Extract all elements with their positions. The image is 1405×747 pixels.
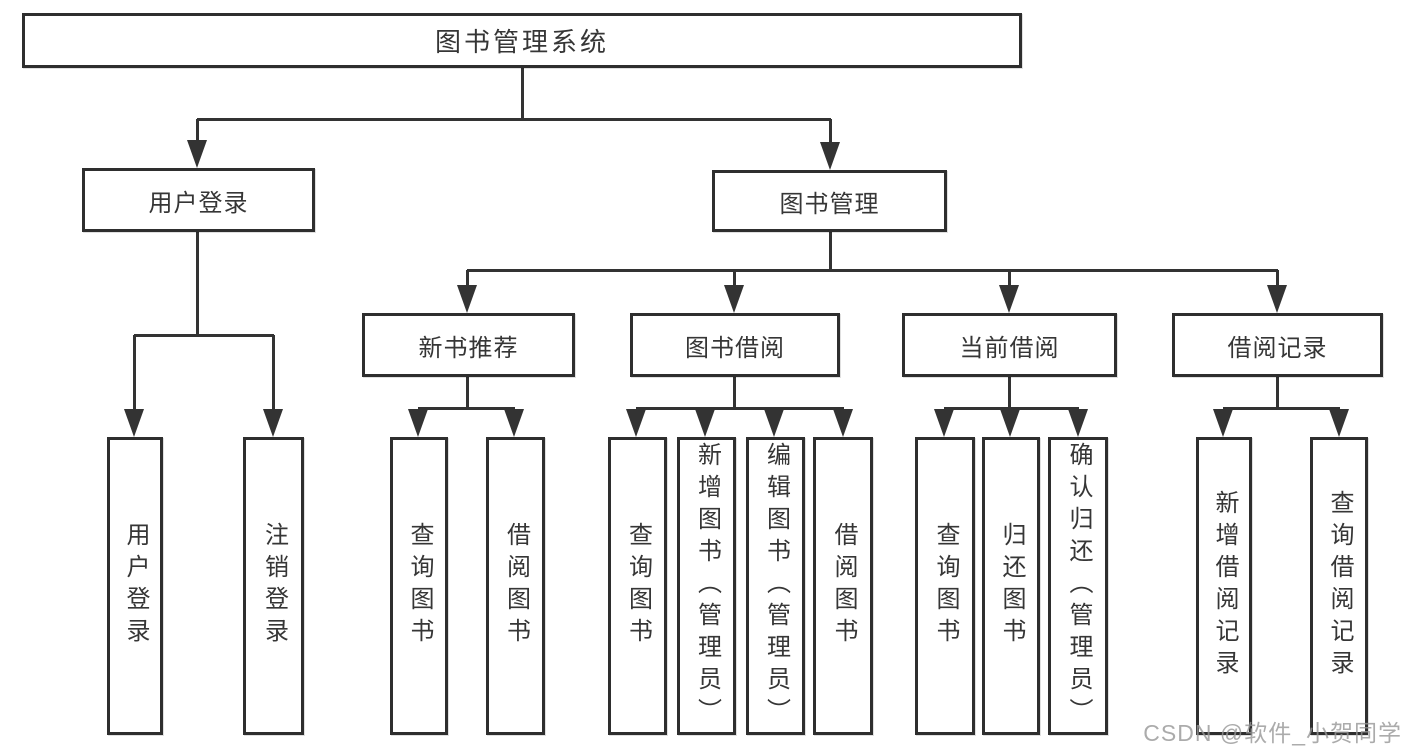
connector-line (195, 232, 199, 336)
node-root: 图书管理系统 (22, 13, 1022, 68)
connector-line (520, 68, 524, 121)
arrow-down-icon (833, 409, 853, 437)
node-label: 借阅记录 (1227, 334, 1328, 362)
connector-line (732, 270, 736, 288)
arrow-down-icon (408, 409, 428, 437)
connector-line (132, 335, 136, 412)
arrow-down-icon (626, 409, 646, 437)
node-label: 新书推荐 (418, 334, 519, 362)
node-label: 查询图书 (624, 522, 652, 650)
node-user-login: 用户登录 (82, 168, 315, 232)
connector-line (467, 268, 1278, 272)
node-label: 借阅图书 (502, 522, 530, 650)
connector-line (195, 119, 199, 144)
node-label: 查询借阅记录 (1326, 490, 1353, 682)
node-confirm-return-admin: 确认归还（管理员） (1048, 437, 1108, 735)
connector-line (465, 270, 469, 288)
connector-line (636, 406, 844, 410)
node-new-book-rec: 新书推荐 (362, 313, 575, 377)
arrow-down-icon (504, 409, 524, 437)
node-logout-leaf: 注销登录 (243, 437, 304, 735)
node-label: 用户登录 (122, 522, 149, 650)
connector-line (944, 406, 1079, 410)
node-return-books: 归还图书 (982, 437, 1040, 735)
arrow-down-icon (934, 409, 954, 437)
arrow-down-icon (1213, 409, 1233, 437)
arrow-down-icon (1267, 285, 1287, 313)
node-borrow-records: 借阅记录 (1172, 313, 1383, 377)
node-label: 当前借阅 (959, 334, 1060, 362)
connector-line (828, 119, 832, 144)
arrow-down-icon (820, 142, 840, 170)
node-label: 借阅图书 (830, 522, 857, 650)
node-current-borrow: 当前借阅 (902, 313, 1117, 377)
node-label: 查询图书 (932, 522, 959, 650)
connector-line (1007, 270, 1011, 288)
connector-line (732, 377, 736, 409)
node-borrow-books-borrow: 借阅图书 (813, 437, 873, 735)
connector-line (197, 117, 831, 121)
connector-line (271, 335, 275, 412)
arrow-down-icon (1000, 409, 1020, 437)
arrow-down-icon (263, 409, 283, 437)
node-label: 新增图书（管理员） (693, 442, 721, 730)
arrow-down-icon (764, 409, 784, 437)
node-edit-books-admin: 编辑图书（管理员） (746, 437, 805, 735)
node-label: 注销登录 (260, 522, 288, 650)
node-label: 新增借阅记录 (1211, 490, 1238, 682)
connector-line (1275, 377, 1279, 409)
node-label: 归还图书 (998, 522, 1025, 650)
node-query-books-borrow: 查询图书 (608, 437, 667, 735)
node-add-books-admin: 新增图书（管理员） (677, 437, 736, 735)
node-query-books-new: 查询图书 (390, 437, 448, 735)
node-user-login-leaf: 用户登录 (107, 437, 163, 735)
arrow-down-icon (724, 285, 744, 313)
node-book-mgmt: 图书管理 (712, 170, 947, 232)
connector-line (1223, 406, 1340, 410)
node-borrow-books-new: 借阅图书 (486, 437, 545, 735)
arrow-down-icon (695, 409, 715, 437)
node-label: 图书管理 (779, 190, 880, 218)
connector-line (465, 377, 469, 409)
node-label: 查询图书 (406, 522, 433, 650)
node-book-borrow: 图书借阅 (630, 313, 840, 377)
connector-line (134, 333, 274, 337)
watermark: CSDN @软件_小贺同学 (1143, 720, 1402, 746)
node-label: 确认归还（管理员） (1065, 442, 1092, 730)
node-query-books-current: 查询图书 (915, 437, 975, 735)
arrow-down-icon (187, 140, 207, 168)
node-query-borrow-record: 查询借阅记录 (1310, 437, 1368, 735)
node-label: 用户登录 (148, 189, 249, 217)
arrow-down-icon (124, 409, 144, 437)
node-label: 编辑图书（管理员） (762, 442, 790, 730)
arrow-down-icon (1068, 409, 1088, 437)
connector-line (828, 232, 832, 271)
node-label: 图书借阅 (685, 334, 785, 362)
arrow-down-icon (457, 285, 477, 313)
connector-line (1007, 377, 1011, 409)
connector-line (1275, 270, 1279, 288)
node-label: 图书管理系统 (434, 27, 609, 57)
arrow-down-icon (1329, 409, 1349, 437)
arrow-down-icon (999, 285, 1019, 313)
node-add-borrow-record: 新增借阅记录 (1196, 437, 1252, 735)
connector-line (418, 406, 515, 410)
